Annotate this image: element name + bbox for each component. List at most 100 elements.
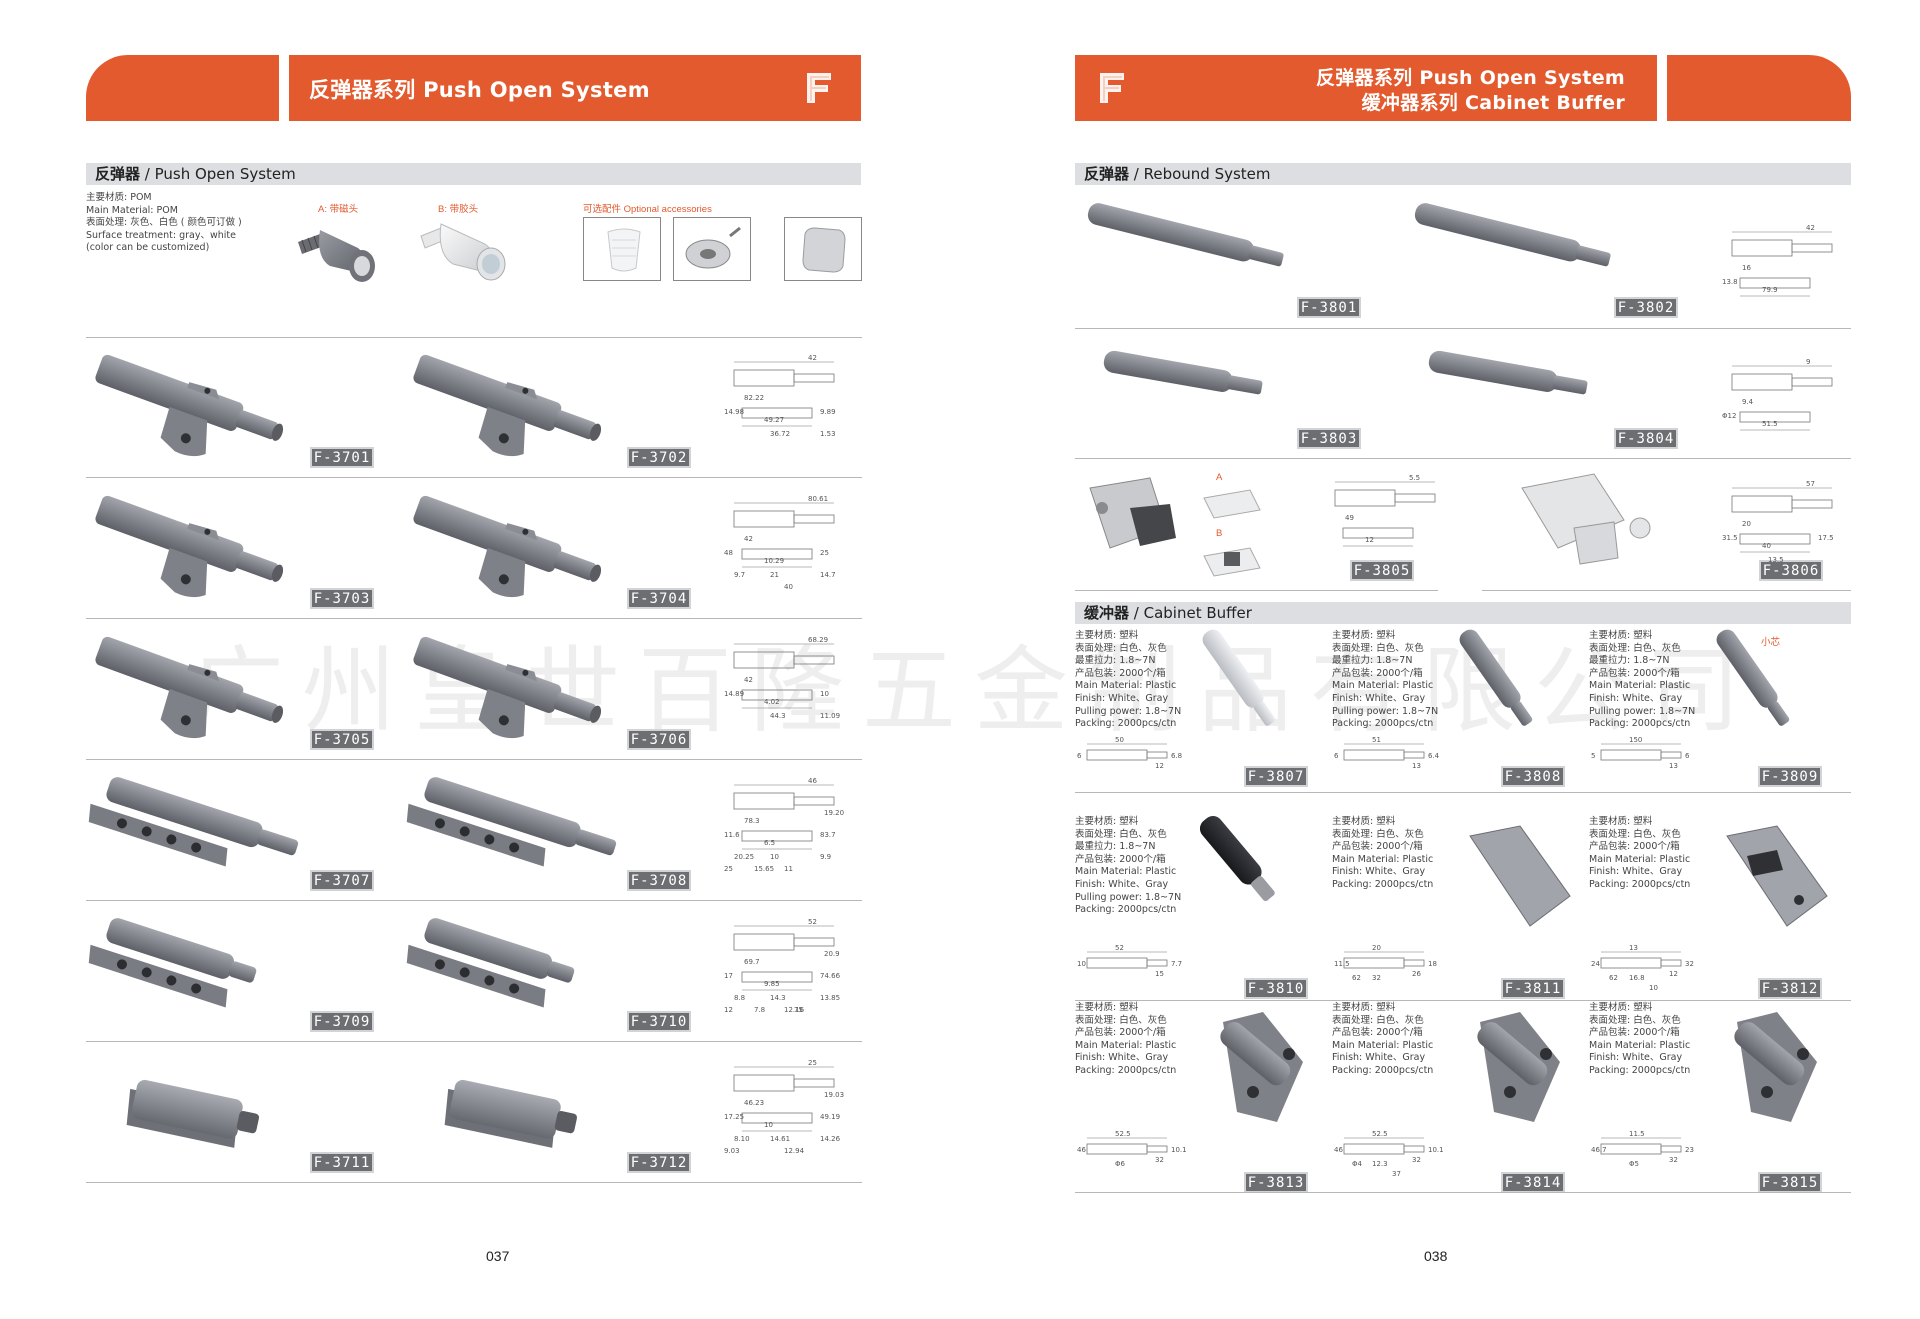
row-divider [1075,1192,1851,1193]
dim-label: 83.7 [820,831,836,839]
dim-label: 21 [770,571,779,579]
dim-label: 46 [1077,1146,1086,1154]
product-code-label: F-3808 [1501,766,1565,787]
dim-label: 42 [808,354,817,362]
variant-b-image [420,223,506,281]
dim-label: 15.65 [754,865,774,873]
dim-label: 40 [1762,542,1771,550]
product-code-label: F-3813 [1244,1172,1308,1193]
dim-label: 12 [1365,536,1374,544]
dim-label: 20 [1372,944,1381,952]
dim-label: 7.8 [754,1006,765,1014]
dim-label: 46.23 [744,1099,764,1107]
dim-label: 46.7 [1591,1146,1607,1154]
dim-label: 42 [1806,224,1815,232]
product-image [1089,477,1176,549]
dim-label: 23 [1685,1146,1694,1154]
dim-label: 9.4 [1742,398,1754,406]
product-image [413,636,602,739]
dim-label: 13.8 [1722,278,1738,286]
dim-label: 4.02 [764,698,780,706]
dim-label: 32 [1155,1156,1164,1164]
dim-label: 13 [1629,944,1638,952]
core-note: 小芯 [1761,637,1781,648]
dim-label: 49 [1345,514,1354,522]
dim-label: 46 [1334,1146,1343,1154]
right-header-title-1: 反弹器系列 Push Open System [1315,67,1625,89]
right-header-f-logo [1100,73,1124,103]
product-code-label: F-3704 [627,588,691,609]
dim-label: 10 [764,1121,773,1129]
product-image [88,918,257,1008]
product-image [406,777,617,867]
dim-label: 17.25 [724,1113,744,1121]
product-spec-text: 主要材质: 塑料 表面处理: 白色、灰色 产品包装: 2000个/箱 Main … [1075,1002,1177,1076]
right-page-number: 038 [1424,1248,1448,1264]
dim-label: 52 [1115,944,1124,952]
product-code-label: F-3815 [1758,1172,1822,1193]
dim-label: 79.9 [1762,286,1778,294]
rebound-section-bar: 反弹器 / Rebound System [1075,163,1851,185]
product-code-label: F-3701 [310,447,374,468]
dim-label: 17.5 [1818,534,1834,542]
dim-label: 17 [724,972,733,980]
dim-label: 49.27 [764,416,784,424]
dim-label: 6.8 [1171,752,1182,760]
variant-a-image [298,230,375,282]
dim-label: 14.7 [820,571,836,579]
row-divider [86,618,862,619]
dim-label: 10 [820,690,829,698]
dim-label: 9 [1806,358,1810,366]
product-spec-text: 主要材质: 塑料 表面处理: 白色、灰色 产品包装: 2000个/箱 Main … [1589,1002,1691,1076]
product-image [1726,825,1828,927]
dim-label: 31.5 [1722,534,1738,542]
product-code-label: F-3804 [1614,428,1678,449]
dim-label: 11.5 [1334,960,1350,968]
dim-label: 7.7 [1171,960,1182,968]
product-image [444,1079,578,1148]
product-image [95,636,284,739]
right-header-tab [1667,55,1851,121]
left-header-tab [86,55,279,121]
dim-label: 10 [1077,960,1086,968]
dim-label: 14.61 [770,1135,790,1143]
dim-label: 46 [808,777,817,785]
right-header-bar [1075,55,1657,121]
dim-label: 50 [1115,736,1124,744]
dim-label: 12 [1155,762,1164,770]
dim-label: 15 [1155,970,1164,978]
dim-label: 25 [820,549,829,557]
dim-label: 37 [1392,1170,1401,1178]
product-code-label: F-3810 [1244,978,1308,999]
dim-label: 150 [1629,736,1642,744]
product-code-label: F-3812 [1758,978,1822,999]
dim-label: 9.85 [764,980,780,988]
left-header-title: 反弹器系列 Push Open System [309,78,650,102]
row-divider [86,337,862,338]
dim-label: 11.6 [724,831,740,839]
dim-label: 6 [1685,752,1690,760]
dim-label: 20.25 [734,853,754,861]
left-header-bar [289,55,861,121]
product-image [1199,816,1275,902]
dim-label: 9.89 [820,408,836,416]
product-image [1521,473,1651,565]
dim-label: 9.9 [820,853,831,861]
dim-label: 16 [1742,264,1751,272]
dim-label: 13.85 [820,994,840,1002]
dim-label: 40 [784,583,793,591]
dim-label: 13 [1412,762,1421,770]
dim-label: 49.19 [820,1113,840,1121]
accessory-plate [784,217,862,281]
product-image [1477,1012,1560,1122]
product-image [1203,547,1261,577]
dim-label: 26 [1412,970,1421,978]
row-divider [1075,458,1851,459]
dim-label: 14.98 [724,408,744,416]
